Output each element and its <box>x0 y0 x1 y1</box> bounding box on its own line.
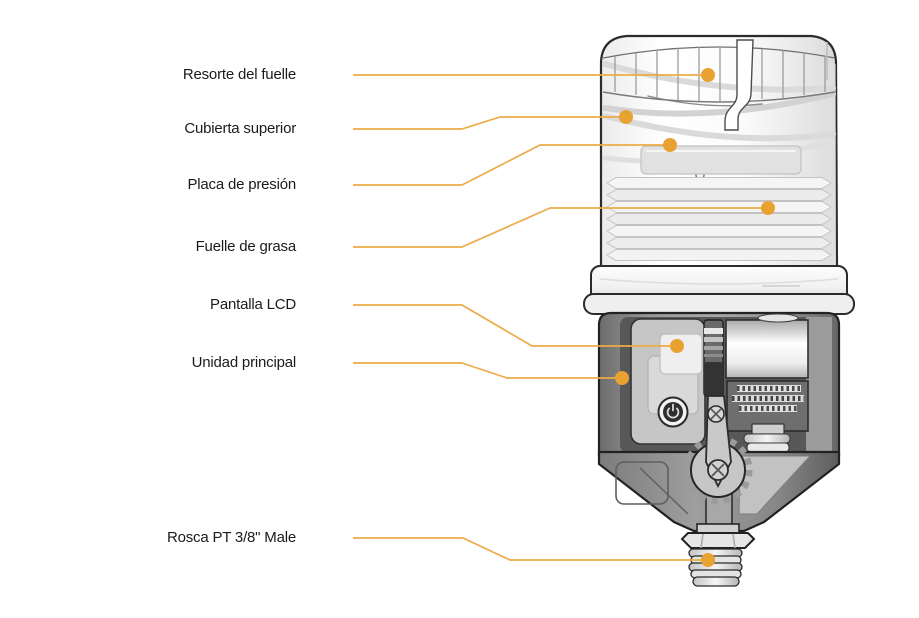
label-fuelle-de-grasa: Fuelle de grasa <box>195 238 297 255</box>
label-cubierta-superior: Cubierta superior <box>184 120 296 137</box>
gear-train <box>726 380 809 432</box>
callout-dot-cubierta-superior <box>619 110 633 124</box>
gear-center-screw <box>707 459 729 481</box>
device <box>583 34 855 587</box>
leader-lines <box>353 74 768 561</box>
grease-bellows <box>606 177 832 261</box>
hex-nut <box>680 532 756 549</box>
callout-dot-resorte-del-fuelle <box>701 68 715 82</box>
callout-line-pantalla-lcd <box>353 304 677 347</box>
top-cover-dome <box>599 34 839 272</box>
callout-dot-fuelle-de-grasa <box>761 201 775 215</box>
callout-line-placa-de-presion <box>353 144 670 186</box>
callout-dot-pantalla-lcd <box>670 339 684 353</box>
callout-line-rosca-pt <box>353 537 708 561</box>
power-button <box>657 396 689 428</box>
pivot-screw <box>707 405 725 423</box>
callout-dot-placa-de-presion <box>663 138 677 152</box>
callout-dot-rosca-pt <box>701 553 715 567</box>
spur-gear-teeth <box>683 435 753 505</box>
thread-ridges <box>688 548 743 587</box>
lcd-screen <box>659 333 703 375</box>
label-placa-de-presion: Placa de presión <box>187 176 296 193</box>
gearbox-housing <box>725 313 809 379</box>
front-panel-module <box>630 318 706 445</box>
callout-dot-unidad-principal <box>615 371 629 385</box>
label-pantalla-lcd: Pantalla LCD <box>210 296 296 313</box>
callout-line-unidad-principal <box>353 362 622 379</box>
drive-gear-assembly <box>683 395 753 505</box>
label-resorte-del-fuelle: Resorte del fuelle <box>182 66 296 83</box>
callout-line-fuelle-de-grasa <box>353 207 768 248</box>
label-unidad-principal: Unidad principal <box>191 354 297 371</box>
callout-dots <box>615 68 775 567</box>
power-icon <box>666 403 680 419</box>
pressure-plate <box>640 145 802 175</box>
callout-line-cubierta-superior <box>353 116 626 130</box>
outlet-thread <box>680 523 756 587</box>
collar-rim <box>583 265 855 315</box>
label-rosca-pt: Rosca PT 3/8" Male <box>166 529 296 546</box>
